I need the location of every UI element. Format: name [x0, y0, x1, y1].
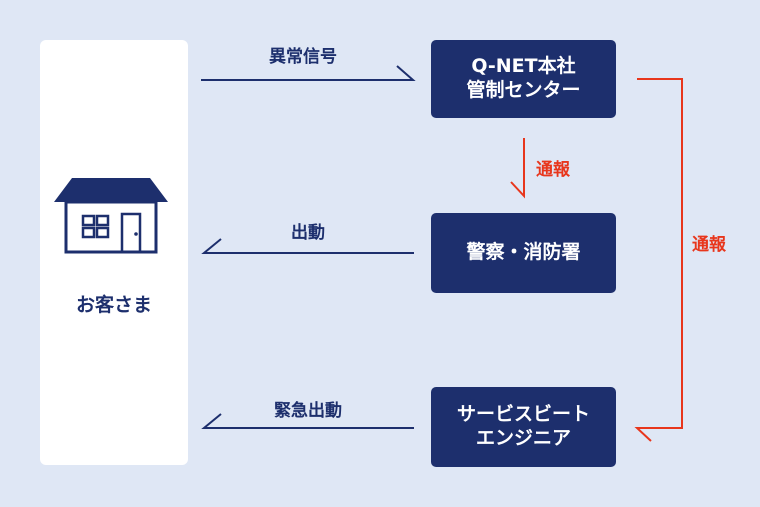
- service-engineer-box: サービスビート エンジニア: [431, 387, 616, 467]
- abnormal-signal-arrow: [201, 65, 416, 81]
- police-fire-label: 警察・消防署: [466, 241, 581, 264]
- house-icon: [54, 178, 168, 254]
- report-engineer-arrow: [634, 78, 683, 442]
- police-fire-box: 警察・消防署: [431, 213, 616, 293]
- control-center-subname: 管制センター: [466, 79, 581, 101]
- report-police-arrow: [510, 138, 525, 199]
- customer-label: お客さま: [75, 294, 152, 316]
- emergency-dispatch-label: 緊急出動: [274, 401, 342, 421]
- report-police-label: 通報: [536, 160, 570, 180]
- service-engineer-subname: エンジニア: [475, 427, 571, 449]
- report-engineer-label: 通報: [692, 235, 726, 255]
- service-engineer-name: サービスビート: [456, 403, 590, 426]
- emergency-dispatch-arrow: [201, 413, 414, 429]
- abnormal-signal-label: 異常信号: [269, 47, 337, 67]
- dispatch-arrow: [201, 238, 414, 254]
- control-center-name: Q-NET本社: [471, 55, 576, 78]
- dispatch-label: 出動: [291, 223, 325, 243]
- control-center-box: Q-NET本社 管制センター: [431, 40, 616, 118]
